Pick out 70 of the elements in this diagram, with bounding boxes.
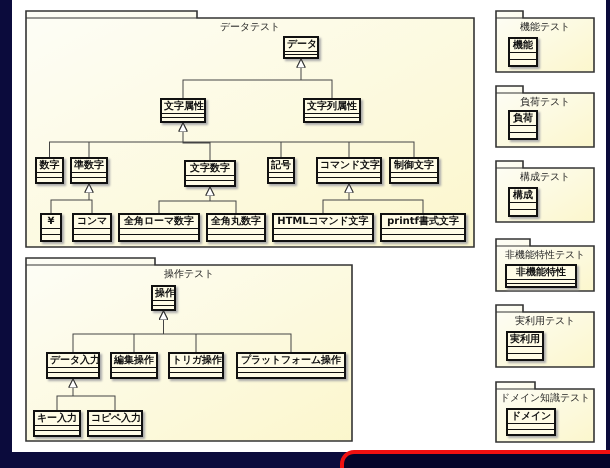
class-box: [168, 352, 224, 379]
class-name: 全角丸数字: [210, 215, 262, 228]
class-box: [206, 213, 266, 242]
generalization-arrow: [158, 310, 292, 352]
class-name: 実利用: [509, 333, 541, 346]
class-box: [303, 98, 361, 123]
class-box: [508, 187, 538, 217]
class-box: [272, 213, 374, 242]
class-name: printf書式文字: [386, 215, 460, 228]
class-box: [283, 36, 319, 59]
class-box: [236, 352, 346, 379]
class-name: コピペ入力: [90, 412, 141, 425]
class-name: 記号: [270, 159, 292, 172]
class-name: 制御文字: [392, 159, 435, 172]
class-name: 全角ローマ数字: [123, 215, 195, 228]
class-name: 文字属性: [163, 100, 204, 113]
class-box: [389, 157, 439, 184]
package-title: 実利用テスト: [514, 316, 576, 328]
class-box: [506, 331, 544, 361]
class-name: ¥: [46, 215, 56, 228]
class-name: キー入力: [36, 412, 78, 425]
class-name: 文字列属性: [306, 100, 358, 113]
class-box: [506, 408, 556, 436]
class-box: [508, 37, 538, 67]
class-box: [508, 110, 538, 140]
class-box: [184, 160, 236, 187]
package-title: 非機能特性テスト: [504, 250, 586, 262]
class-name: 非機能特性: [515, 266, 567, 279]
package-title: 操作テスト: [163, 269, 215, 281]
class-name: 準数字: [73, 159, 105, 172]
class-name: データ: [286, 38, 317, 51]
class-box: [380, 213, 466, 242]
generalization-arrow: [178, 122, 414, 158]
class-name: HTMLコマンド文字: [276, 215, 370, 228]
package-title: データテスト: [219, 22, 281, 34]
class-name: 文字数字: [189, 162, 231, 175]
class-name: 操作: [154, 287, 174, 300]
class-box: [151, 285, 176, 311]
class-name: トリガ操作: [171, 354, 222, 367]
class-box: [118, 213, 200, 242]
generalization-arrow: [84, 183, 94, 214]
class-box: [160, 98, 206, 123]
generalization-arrow: [344, 183, 424, 214]
class-box: [33, 410, 81, 437]
class-box: [267, 157, 295, 184]
class-name: コマンド文字: [319, 159, 380, 172]
package-title: 構成テスト: [519, 172, 571, 184]
class-box: [316, 157, 382, 184]
class-name: プラットフォーム操作: [240, 354, 342, 367]
class-name: 機能: [512, 39, 534, 52]
class-name: 負荷: [512, 112, 534, 125]
class-name: 数字: [38, 159, 60, 172]
generalization-arrow: [296, 58, 332, 98]
class-name: 編集操作: [112, 354, 155, 367]
class-box: [505, 264, 577, 288]
class-box: [72, 213, 112, 242]
class-box: [87, 410, 143, 437]
class-box: [40, 213, 62, 242]
generalization-arrow: [204, 186, 236, 214]
class-box: [110, 352, 158, 379]
package-title: 機能テスト: [519, 22, 571, 34]
package-title: 負荷テスト: [519, 97, 571, 109]
package-title: ドメイン知識テスト: [499, 393, 591, 405]
class-name: 構成: [512, 189, 534, 202]
generalization-arrow: [68, 378, 116, 410]
class-name: コンマ: [76, 215, 108, 228]
class-box: [46, 352, 100, 379]
class-box: [70, 157, 108, 184]
class-box: [35, 157, 64, 184]
class-name: ドメイン: [510, 410, 552, 423]
